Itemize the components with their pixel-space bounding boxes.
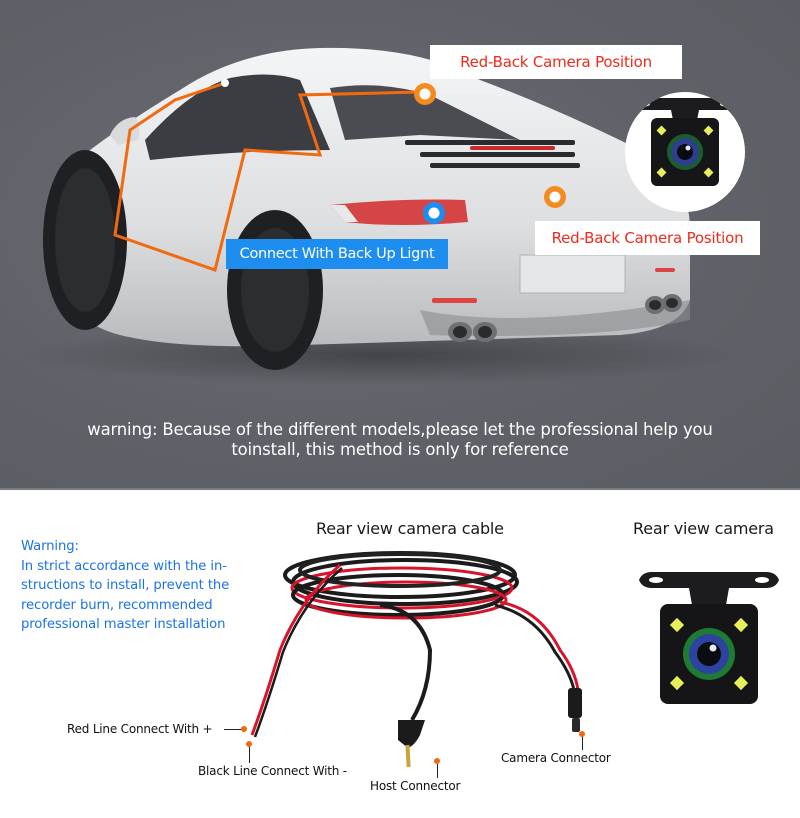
- car-illustration: [20, 47, 740, 385]
- label-host-connector: Host Connector: [370, 779, 461, 793]
- label-black-line: Black Line Connect With -: [198, 764, 347, 778]
- rear-camera-image: [639, 572, 779, 704]
- warning-line: recorder burn, recommended: [21, 597, 213, 613]
- red-line-marker: [241, 726, 247, 732]
- warning-line-2: toinstall, this method is only for refer…: [231, 440, 569, 459]
- warning-line: In strict accordance with the in-: [21, 558, 227, 574]
- callout-back-up-light: Connect With Back Up Lignt: [226, 239, 448, 269]
- warning-line: structions to install, prevent the: [21, 578, 230, 593]
- callout-camera-position-bottom: Red-Back Camera Position: [535, 221, 760, 255]
- camera-connector-leader: [582, 736, 583, 750]
- host-connector-leader: [437, 764, 438, 778]
- cable-illustration: [250, 551, 582, 768]
- warning-line-1: warning: Because of the different models…: [87, 420, 713, 439]
- red-line-leader: [224, 729, 242, 730]
- installation-warning-text: warning: Because of the different models…: [0, 420, 800, 460]
- warning-title: Warning:: [21, 539, 79, 554]
- callout-camera-position-top: Red-Back Camera Position: [430, 45, 682, 79]
- label-camera-connector: Camera Connector: [501, 751, 611, 765]
- black-line-leader: [249, 745, 250, 763]
- label-red-line: Red Line Connect With +: [67, 722, 213, 736]
- blue-warning-block: Warning: In strict accordance with the i…: [21, 537, 271, 635]
- host-connector-marker: [434, 758, 440, 764]
- camera-inset-image: [625, 92, 745, 212]
- camera-connector-marker: [579, 731, 585, 737]
- warning-line: professional master installation: [21, 617, 226, 632]
- heading-camera-cable: Rear view camera cable: [316, 519, 504, 538]
- heading-camera: Rear view camera: [633, 519, 774, 538]
- installation-diagram-panel: Red-Back Camera Position Red-Back Camera…: [0, 0, 800, 490]
- camera-icon: [633, 98, 737, 186]
- panel-divider: [0, 488, 800, 490]
- black-line-marker: [246, 741, 252, 747]
